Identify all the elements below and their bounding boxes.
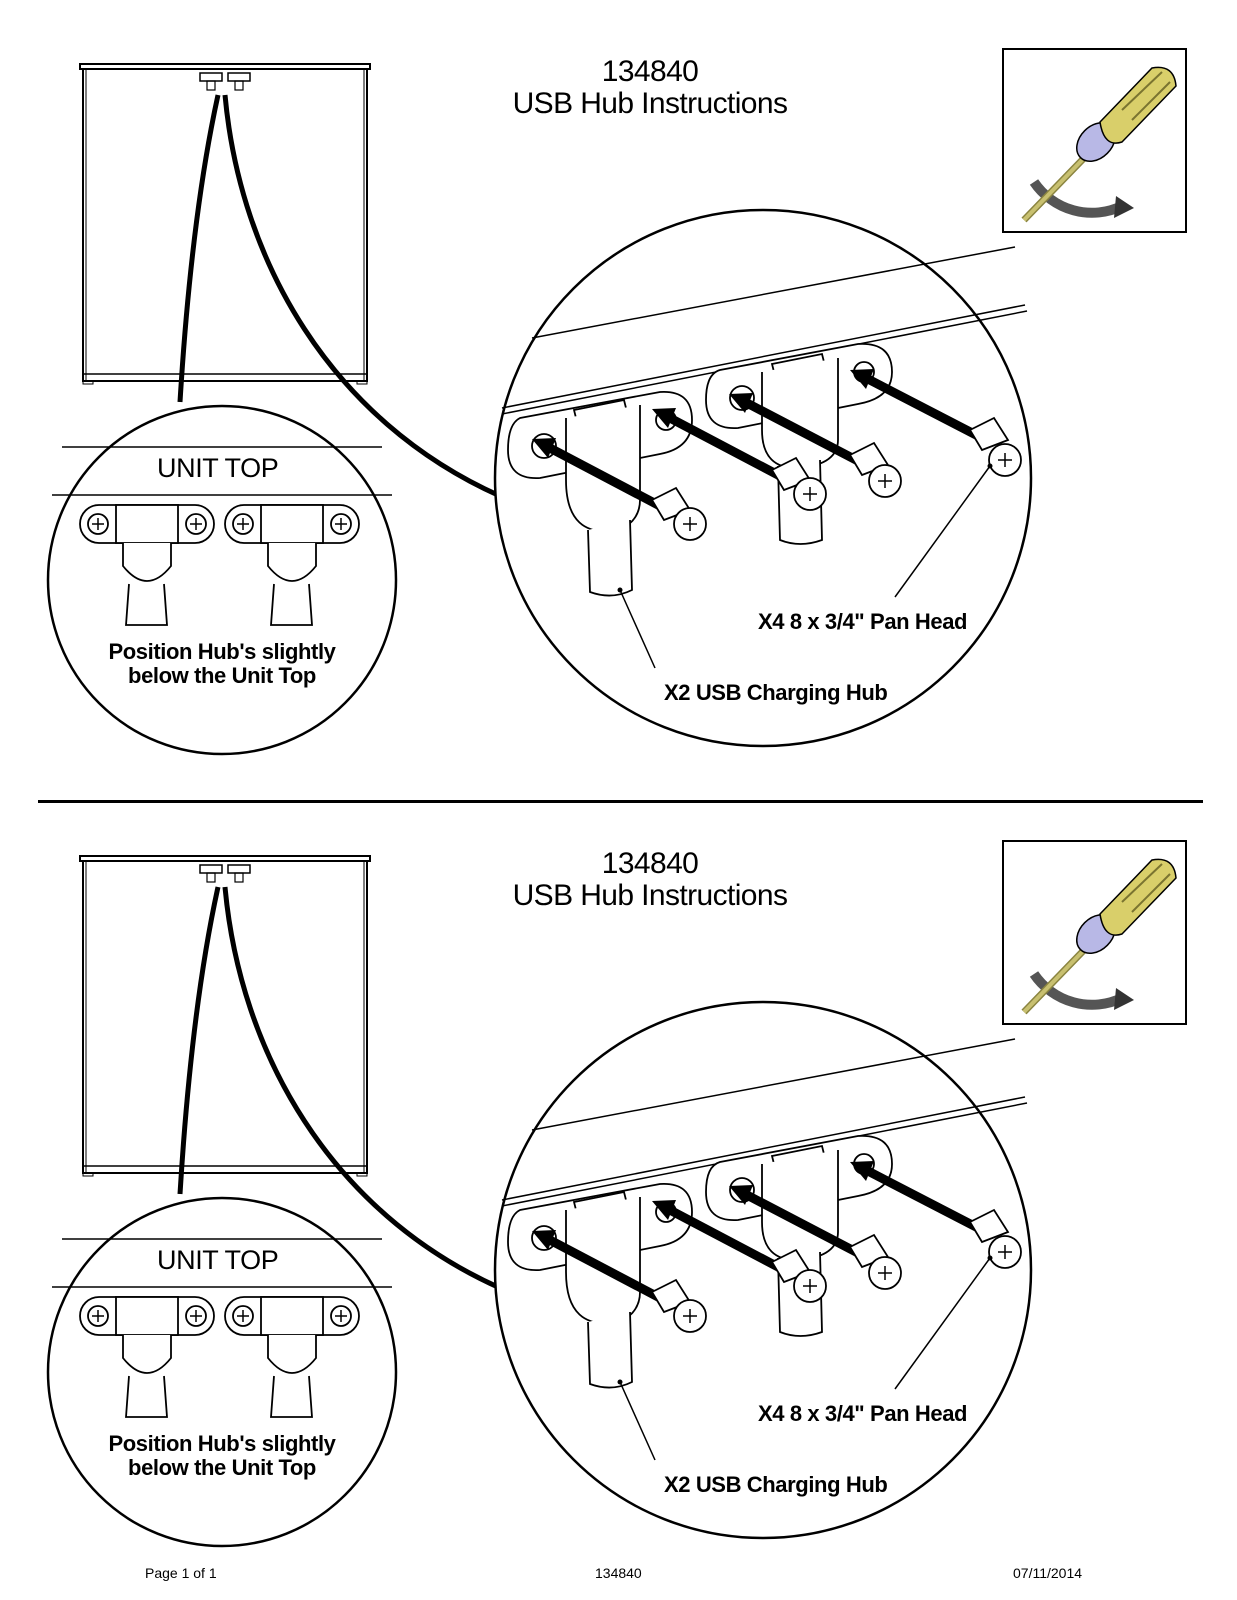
leader-line-left	[177, 94, 221, 403]
unit-top-label: UNIT TOP	[157, 1245, 279, 1275]
screw-callout: X4 8 x 3/4" Pan Head	[758, 1401, 968, 1426]
leader-line-left	[177, 886, 221, 1195]
part-number-title: 134840	[601, 55, 699, 88]
title-block: 134840 USB Hub Instructions	[440, 848, 860, 912]
footer-date: 07/11/2014	[1013, 1565, 1083, 1581]
screwdriver-icon	[1021, 66, 1177, 223]
part-number-title: 134840	[601, 847, 699, 880]
footer-doc-number: 134840	[595, 1565, 642, 1581]
screw-callout: X4 8 x 3/4" Pan Head	[758, 609, 968, 634]
installation-detail	[493, 208, 1033, 748]
instructions-title: USB Hub Instructions	[512, 87, 788, 120]
title-block: 134840 USB Hub Instructions	[440, 56, 860, 120]
footer-page: Page 1 of 1	[145, 1565, 217, 1581]
instruction-panel-2: 134840 USB Hub Instructions UNIT TOP Pos…	[0, 792, 1237, 1572]
unit-top-detail	[46, 404, 398, 756]
unit-top-label: UNIT TOP	[157, 453, 279, 483]
assembly-drawing	[46, 63, 1033, 756]
section-divider	[38, 800, 1203, 803]
hub-callout: X2 USB Charging Hub	[664, 680, 888, 705]
installation-detail	[493, 1000, 1033, 1540]
leader-line-right	[222, 94, 502, 499]
instruction-panel-1: 134840 USB Hub Instructions UNIT TOP Pos…	[0, 0, 1237, 780]
assembly-drawing	[46, 855, 1033, 1548]
tool-box	[1002, 840, 1187, 1025]
instructions-title: USB Hub Instructions	[512, 879, 788, 912]
cabinet-front-view	[79, 63, 371, 385]
position-note: Position Hub's slightly below the Unit T…	[108, 639, 336, 688]
leader-line-right	[222, 886, 502, 1291]
screwdriver-icon	[1021, 858, 1177, 1015]
tool-box	[1002, 48, 1187, 233]
cabinet-front-view	[79, 855, 371, 1177]
unit-top-detail	[46, 1196, 398, 1548]
position-note: Position Hub's slightly below the Unit T…	[108, 1431, 336, 1480]
hub-callout: X2 USB Charging Hub	[664, 1472, 888, 1497]
